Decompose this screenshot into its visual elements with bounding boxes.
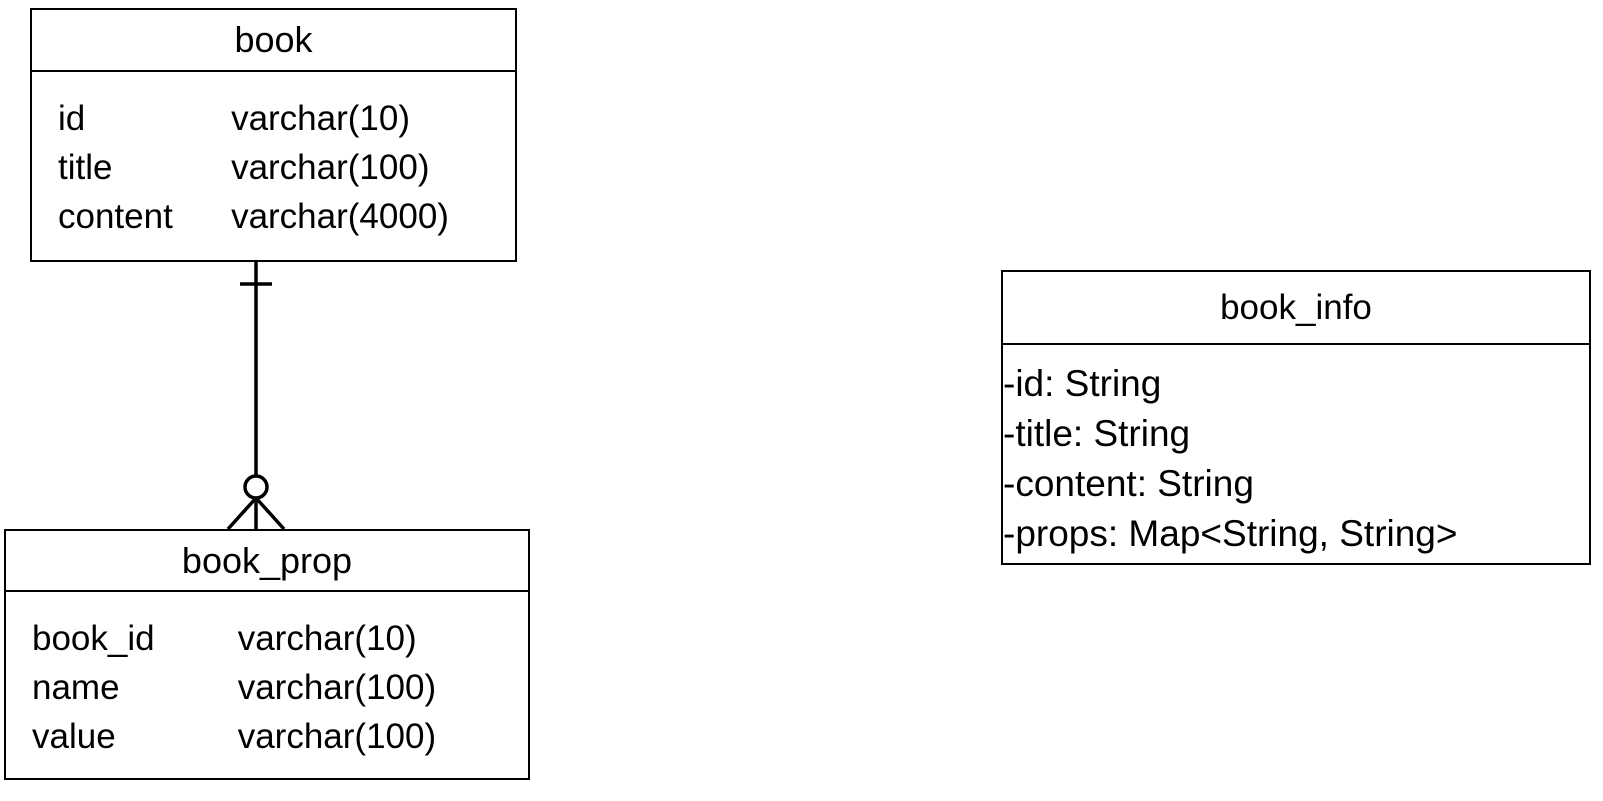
column-type: varchar(100) xyxy=(237,668,437,707)
class-attributes-book-info: -id: String -title: String -content: Str… xyxy=(1003,345,1589,559)
column-name: book_id xyxy=(32,619,155,658)
class-title-book-info: book_info xyxy=(1003,272,1589,345)
class-attribute: -props: Map<String, String> xyxy=(1003,513,1458,554)
table-row: content varchar(4000) xyxy=(58,192,515,241)
crows-foot-leg-right xyxy=(254,496,286,531)
column-list-book-prop: book_id varchar(10) name varchar(100) va… xyxy=(32,614,528,761)
table-row: title varchar(100) xyxy=(58,143,515,192)
column-list-book: id varchar(10) title varchar(100) conten… xyxy=(58,94,515,241)
table-row: value varchar(100) xyxy=(32,712,528,761)
column-name: name xyxy=(32,668,120,707)
column-name: id xyxy=(58,99,86,138)
entity-body-book-prop: book_id varchar(10) name varchar(100) va… xyxy=(6,592,528,761)
entity-box-book-prop[interactable]: book_prop book_id varchar(10) name varch… xyxy=(4,529,530,780)
column-name: value xyxy=(32,717,116,756)
column-type: varchar(100) xyxy=(237,717,437,756)
column-type: varchar(10) xyxy=(231,99,411,138)
class-attribute: -content: String xyxy=(1003,463,1254,504)
entity-title-book: book xyxy=(32,10,515,72)
column-type: varchar(100) xyxy=(231,148,430,187)
class-attribute: -id: String xyxy=(1003,363,1162,404)
column-type: varchar(4000) xyxy=(231,197,449,236)
entity-body-book: id varchar(10) title varchar(100) conten… xyxy=(32,72,515,241)
class-attribute: -title: String xyxy=(1003,413,1191,454)
table-row: name varchar(100) xyxy=(32,663,528,712)
cardinality-zero-circle xyxy=(243,474,269,500)
table-row: id varchar(10) xyxy=(58,94,515,143)
table-row: book_id varchar(10) xyxy=(32,614,528,663)
column-name: content xyxy=(58,197,173,236)
entity-title-book-prop: book_prop xyxy=(6,531,528,592)
class-box-book-info[interactable]: book_info -id: String -title: String -co… xyxy=(1001,270,1591,565)
crows-foot-leg-left xyxy=(226,496,258,531)
entity-box-book[interactable]: book id varchar(10) title varchar(100) c… xyxy=(30,8,517,262)
column-name: title xyxy=(58,148,113,187)
column-type: varchar(10) xyxy=(237,619,417,658)
